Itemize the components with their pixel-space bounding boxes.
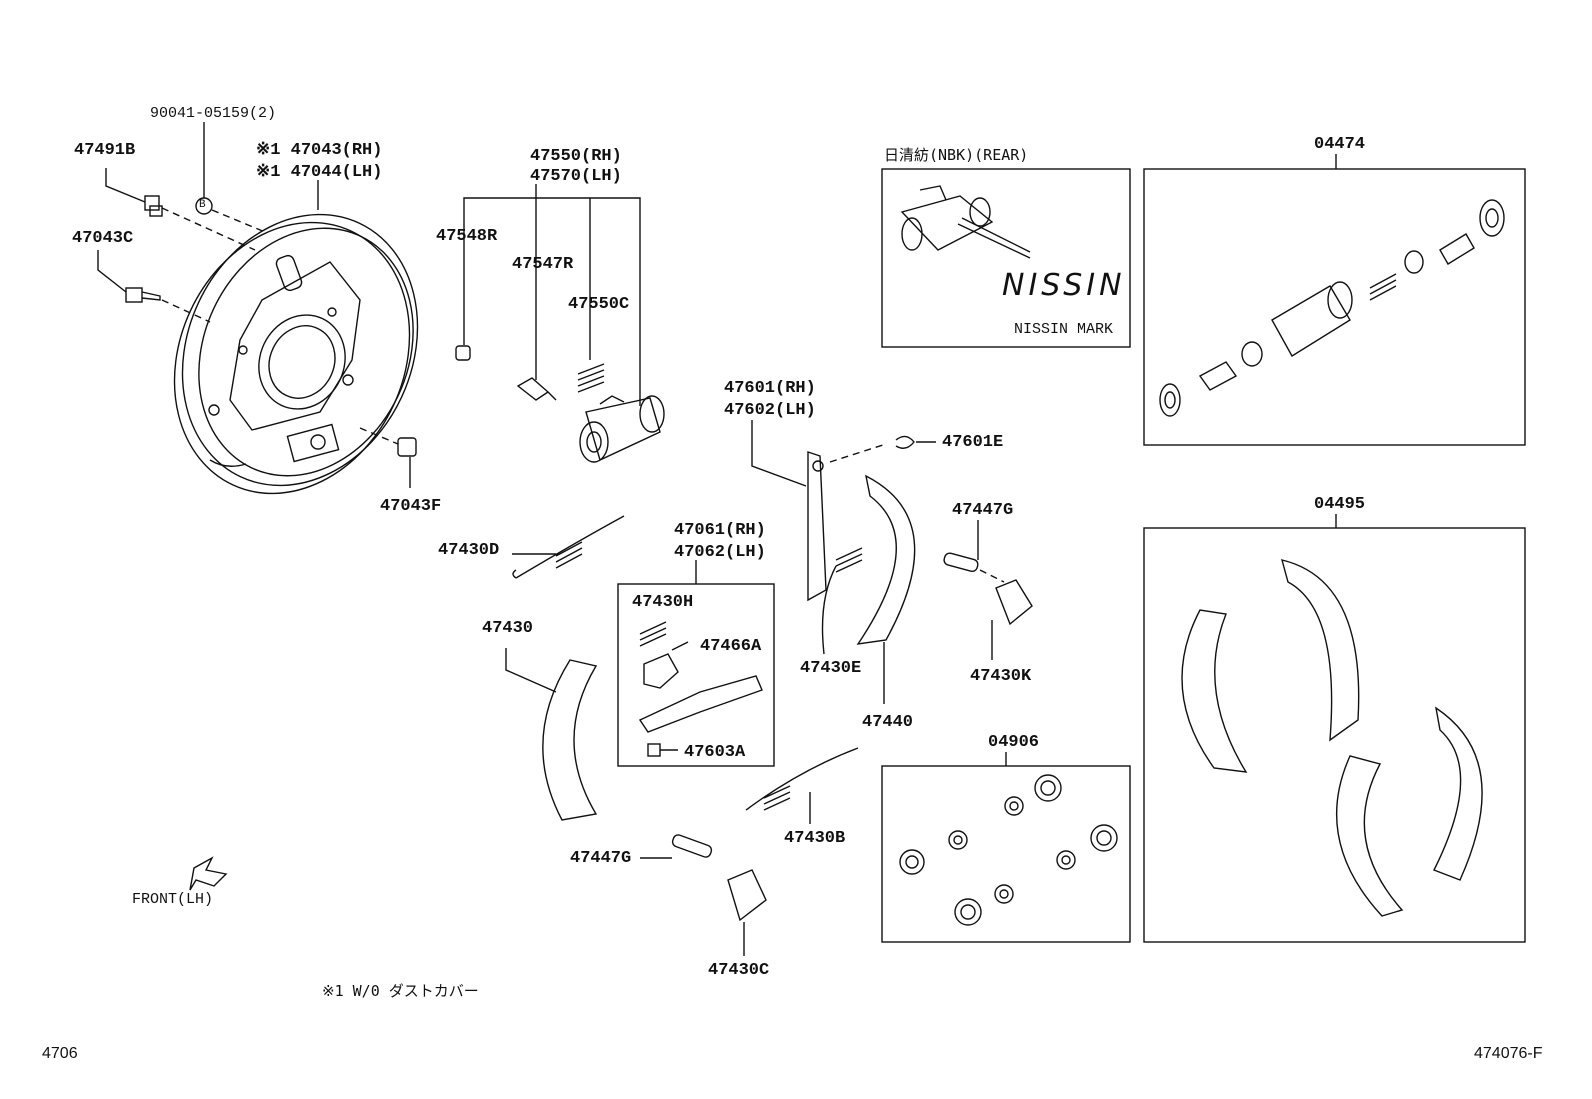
lever-47466A-icon bbox=[643, 653, 679, 689]
front-lh-label: FRONT(LH) bbox=[132, 891, 214, 908]
label-47491B: 47491B bbox=[74, 141, 136, 160]
label-47548R: 47548R bbox=[436, 227, 498, 246]
parking-lever-47601-icon bbox=[751, 420, 887, 602]
bolt-47043C-icon bbox=[97, 250, 161, 303]
nissin-header: 日清紡(NBK)(REAR) bbox=[884, 146, 1029, 164]
label-47601E: 47601E bbox=[942, 433, 1004, 452]
footnote: ※1 W/0 ダストカバー bbox=[322, 982, 479, 1000]
label-47447G-bottom: 47447G bbox=[570, 849, 632, 868]
label-47547R: 47547R bbox=[512, 255, 574, 274]
brake-shoe-47430-icon bbox=[505, 648, 598, 821]
kit-04906-seals-icon bbox=[899, 774, 1118, 926]
label-90041: 90041-05159(2) bbox=[150, 105, 277, 122]
cap-47548R-icon bbox=[455, 345, 471, 361]
label-47603A: 47603A bbox=[684, 743, 746, 762]
clip-47430K-icon bbox=[995, 579, 1033, 626]
label-47430K: 47430K bbox=[970, 667, 1032, 686]
spring-47550C-icon bbox=[577, 363, 605, 393]
label-47043-rh: ※1 47043(RH) bbox=[256, 141, 383, 160]
label-47550-rh: 47550(RH) bbox=[530, 147, 622, 166]
kit-04474-parts-icon bbox=[1159, 199, 1505, 417]
spring-47430E-icon bbox=[835, 547, 863, 573]
nissin-brand-mark: NISSIN bbox=[1002, 268, 1126, 303]
footer-page-code: 4706 bbox=[42, 1045, 78, 1062]
callout-b-letter: B bbox=[199, 199, 206, 211]
backing-plate-illustration bbox=[173, 213, 419, 495]
clip-47601E-icon bbox=[895, 435, 915, 449]
label-47430H: 47430H bbox=[632, 593, 694, 612]
brake-shoe-47440-icon bbox=[856, 474, 916, 704]
footer-figure-code: 474076-F bbox=[1474, 1045, 1543, 1062]
nissin-mark-box bbox=[881, 168, 1131, 348]
kit-04495-box bbox=[1143, 527, 1526, 943]
spring-47430D-icon bbox=[515, 515, 625, 579]
label-47430D: 47430D bbox=[438, 541, 500, 560]
label-47440: 47440 bbox=[862, 713, 914, 732]
pin-47447G-bottom-icon bbox=[640, 834, 713, 859]
front-arrow-icon bbox=[189, 856, 228, 891]
nissin-cylinder-icon bbox=[900, 185, 1031, 259]
kit-04495-shoes-icon bbox=[1181, 559, 1483, 917]
spring-47430H-icon bbox=[639, 621, 667, 647]
label-47550C: 47550C bbox=[568, 295, 630, 314]
bolt-47603A-icon bbox=[647, 743, 661, 757]
label-47447G-top: 47447G bbox=[952, 501, 1014, 520]
label-47430C: 47430C bbox=[708, 961, 770, 980]
bleeder-47547R-icon bbox=[516, 377, 557, 401]
label-47044-lh: ※1 47044(LH) bbox=[256, 163, 383, 182]
spring-47430B-icon bbox=[745, 747, 859, 811]
label-04474: 04474 bbox=[1314, 135, 1366, 154]
kit-04474-box bbox=[1143, 168, 1526, 446]
label-47043F: 47043F bbox=[380, 497, 442, 516]
label-47430: 47430 bbox=[482, 619, 534, 638]
bolt-47491B-icon bbox=[105, 168, 163, 217]
label-04495: 04495 bbox=[1314, 495, 1366, 514]
pin-47447G-top-icon bbox=[943, 520, 979, 573]
nut-47043F-icon bbox=[397, 437, 417, 488]
label-47043C: 47043C bbox=[72, 229, 134, 248]
kit-04906-box bbox=[881, 765, 1131, 943]
adjuster-plate-icon bbox=[638, 675, 763, 733]
label-47061-rh: 47061(RH) bbox=[674, 521, 766, 540]
label-47062-lh: 47062(LH) bbox=[674, 543, 766, 562]
label-47601-rh: 47601(RH) bbox=[724, 379, 816, 398]
label-47602-lh: 47602(LH) bbox=[724, 401, 816, 420]
nissin-mark-label: NISSIN MARK bbox=[1014, 321, 1114, 338]
label-47570-lh: 47570(LH) bbox=[530, 167, 622, 186]
wheel-cylinder-icon bbox=[579, 395, 665, 463]
label-04906: 04906 bbox=[988, 733, 1040, 752]
label-47466A: 47466A bbox=[700, 637, 762, 656]
clip-47430C-icon bbox=[727, 869, 767, 922]
label-47430B: 47430B bbox=[784, 829, 846, 848]
label-47430E: 47430E bbox=[800, 659, 862, 678]
